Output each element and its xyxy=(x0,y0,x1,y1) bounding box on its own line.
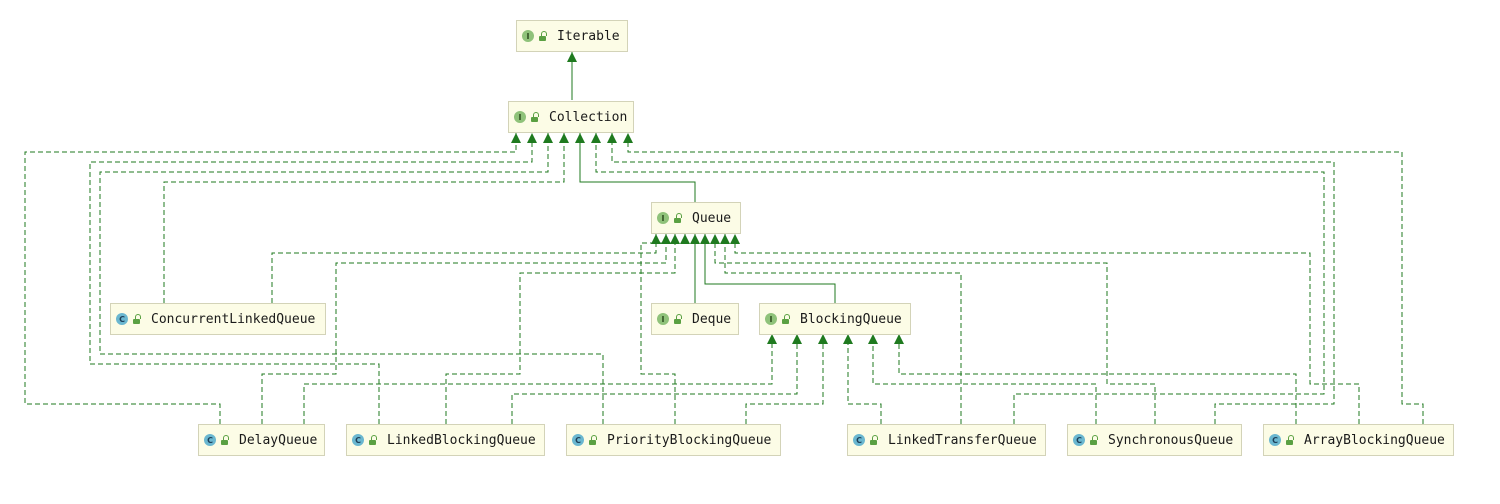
public-access-icon xyxy=(538,31,547,41)
arrowhead-icon xyxy=(543,133,553,143)
arrowhead-icon xyxy=(670,234,680,244)
arrowhead-icon xyxy=(700,234,710,244)
edge-delay-queue-to-queue xyxy=(261,234,667,424)
arrowhead-icon xyxy=(720,234,730,244)
public-access-icon xyxy=(781,314,790,324)
arrowhead-icon xyxy=(792,334,802,344)
public-access-icon xyxy=(1285,435,1294,445)
node-label: DelayQueue xyxy=(239,432,318,448)
node-iterable[interactable]: I Iterable xyxy=(516,20,628,52)
node-label: Deque xyxy=(692,311,732,327)
node-label: PriorityBlockingQueue xyxy=(607,432,772,448)
arrowhead-icon xyxy=(690,234,700,244)
arrowhead-icon xyxy=(591,133,601,143)
edge-linked-blocking-queue-to-queue xyxy=(445,234,676,424)
edge-synchronous-queue-to-collection xyxy=(611,133,1335,424)
node-label: LinkedBlockingQueue xyxy=(387,432,536,448)
node-label: ArrayBlockingQueue xyxy=(1304,432,1445,448)
arrowhead-icon xyxy=(843,334,853,344)
class-badge-icon: C xyxy=(204,434,216,446)
node-priority-blocking-queue[interactable]: C PriorityBlockingQueue xyxy=(566,424,781,456)
edge-linked-blocking-queue-to-collection xyxy=(89,133,533,424)
node-label: Iterable xyxy=(557,28,620,44)
node-label: Collection xyxy=(549,109,628,125)
node-label: BlockingQueue xyxy=(800,311,902,327)
node-linked-blocking-queue[interactable]: C LinkedBlockingQueue xyxy=(346,424,545,456)
edge-blocking-queue-to-queue xyxy=(704,234,836,303)
class-badge-icon: C xyxy=(116,313,128,325)
node-linked-transfer-queue[interactable]: C LinkedTransferQueue xyxy=(847,424,1046,456)
public-access-icon xyxy=(673,213,682,223)
arrowhead-icon xyxy=(710,234,720,244)
node-label: Queue xyxy=(692,210,732,226)
edge-linked-blocking-queue-to-blocking-queue xyxy=(511,334,798,424)
interface-badge-icon: I xyxy=(765,313,777,325)
arrowhead-icon xyxy=(559,133,569,143)
arrowhead-icon xyxy=(767,334,777,344)
node-label: SynchronousQueue xyxy=(1108,432,1234,448)
arrowhead-icon xyxy=(575,133,585,143)
arrowhead-icon xyxy=(623,133,633,143)
edge-priority-blocking-queue-to-blocking-queue xyxy=(745,334,824,424)
interface-badge-icon: I xyxy=(514,111,526,123)
public-access-icon xyxy=(869,435,878,445)
edge-array-blocking-queue-to-collection xyxy=(627,133,1424,424)
node-delay-queue[interactable]: C DelayQueue xyxy=(198,424,325,456)
arrowhead-icon xyxy=(651,234,661,244)
edge-priority-blocking-queue-to-collection xyxy=(99,133,604,424)
edge-synchronous-queue-to-queue xyxy=(714,234,1156,424)
arrowhead-icon xyxy=(868,334,878,344)
arrowhead-icon xyxy=(894,334,904,344)
interface-badge-icon: I xyxy=(657,313,669,325)
node-queue[interactable]: I Queue xyxy=(651,202,741,234)
interface-badge-icon: I xyxy=(522,30,534,42)
public-access-icon xyxy=(1089,435,1098,445)
edge-synchronous-queue-to-blocking-queue xyxy=(872,334,1097,424)
node-blocking-queue[interactable]: I BlockingQueue xyxy=(759,303,911,335)
node-synchronous-queue[interactable]: C SynchronousQueue xyxy=(1067,424,1242,456)
public-access-icon xyxy=(673,314,682,324)
edge-array-blocking-queue-to-blocking-queue xyxy=(898,334,1297,424)
node-collection[interactable]: I Collection xyxy=(508,101,634,133)
class-badge-icon: C xyxy=(572,434,584,446)
node-array-blocking-queue[interactable]: C ArrayBlockingQueue xyxy=(1263,424,1454,456)
edge-delay-queue-to-blocking-queue xyxy=(303,334,773,424)
arrowhead-icon xyxy=(730,234,740,244)
edge-queue-to-collection xyxy=(579,133,696,202)
arrowhead-icon xyxy=(818,334,828,344)
node-label: ConcurrentLinkedQueue xyxy=(151,311,316,327)
public-access-icon xyxy=(368,435,377,445)
edge-linked-transfer-queue-to-collection xyxy=(595,133,1325,424)
class-badge-icon: C xyxy=(1269,434,1281,446)
edge-delay-queue-to-collection xyxy=(24,133,517,424)
arrowhead-icon xyxy=(567,52,577,62)
public-access-icon xyxy=(588,435,597,445)
public-access-icon xyxy=(530,112,539,122)
node-deque[interactable]: I Deque xyxy=(651,303,739,335)
edge-linked-transfer-queue-to-queue xyxy=(724,234,962,424)
class-badge-icon: C xyxy=(352,434,364,446)
edge-concurrent-linked-queue-to-queue xyxy=(271,234,657,303)
arrowhead-icon xyxy=(680,234,690,244)
class-badge-icon: C xyxy=(1073,434,1085,446)
public-access-icon xyxy=(132,314,141,324)
interface-badge-icon: I xyxy=(657,212,669,224)
arrowhead-icon xyxy=(661,234,671,244)
edge-concurrent-linked-queue-to-collection xyxy=(163,133,565,303)
public-access-icon xyxy=(220,435,229,445)
class-badge-icon: C xyxy=(853,434,865,446)
arrowhead-icon xyxy=(511,133,521,143)
arrowhead-icon xyxy=(607,133,617,143)
arrowhead-icon xyxy=(527,133,537,143)
node-label: LinkedTransferQueue xyxy=(888,432,1037,448)
node-concurrent-linked-queue[interactable]: C ConcurrentLinkedQueue xyxy=(110,303,326,335)
edge-linked-transfer-queue-to-blocking-queue xyxy=(847,334,882,424)
edge-array-blocking-queue-to-queue xyxy=(734,234,1360,424)
